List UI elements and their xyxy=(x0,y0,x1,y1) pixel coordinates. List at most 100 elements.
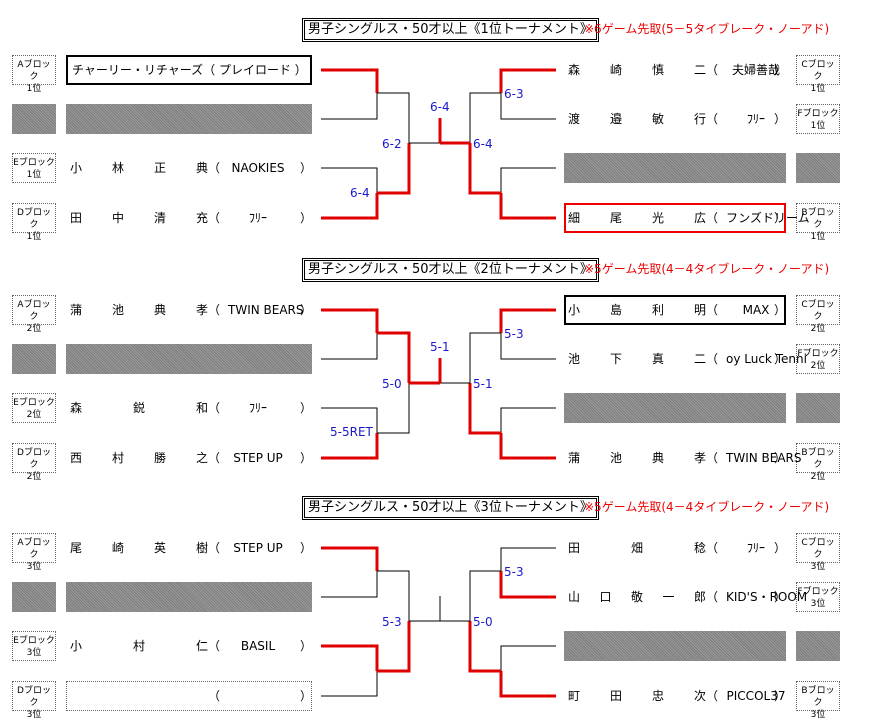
name-char: 森 xyxy=(70,401,83,415)
open-paren: （ xyxy=(706,211,719,225)
name-char: 正 xyxy=(153,161,166,175)
open-paren: （ xyxy=(706,63,719,77)
close-paren: ） xyxy=(774,211,787,225)
block-name: Fブロック xyxy=(797,109,839,119)
close-paren: ） xyxy=(300,401,313,415)
name-char: 小 xyxy=(70,161,83,175)
name-char: 口 xyxy=(599,590,612,604)
player-club: BASIL xyxy=(240,639,276,653)
name-char: 田 xyxy=(609,689,622,703)
player-entry[interactable]: チャーリー・リチャーズ（ プレイロード ） xyxy=(72,63,307,77)
player-frame xyxy=(66,55,312,85)
block-name: Dブロック xyxy=(17,686,51,708)
empty-block-slot xyxy=(796,153,840,183)
name-char: 蒲 xyxy=(70,303,83,317)
block-rank: 3位 xyxy=(26,562,42,572)
empty-player-slot xyxy=(66,582,312,612)
player-name[interactable]: 小林正典 xyxy=(70,161,208,175)
name-char: 孝 xyxy=(195,303,208,317)
rule-note: ※5ゲーム先取(4－4タイブレーク・ノーアド) xyxy=(584,500,830,514)
name-char: 敬 xyxy=(630,590,643,604)
block-name: Eブロック xyxy=(13,636,55,646)
open-paren: （ xyxy=(208,689,221,703)
block-rank: 3位 xyxy=(810,562,826,572)
player-frame xyxy=(564,203,786,233)
name-char: 鋭 xyxy=(132,401,145,415)
bracket-left-semi-top xyxy=(377,92,410,143)
name-char: 稔 xyxy=(693,541,706,555)
close-paren: ） xyxy=(774,590,787,604)
player-name[interactable]: 森鋭和 xyxy=(70,401,208,415)
block-name: Fブロック xyxy=(797,349,839,359)
bracket-right-r3 xyxy=(499,433,556,460)
bracket-right-semi-top xyxy=(469,92,501,143)
bracket-right-r2 xyxy=(500,645,556,671)
empty-player-slot xyxy=(564,393,786,423)
open-paren: （ xyxy=(706,541,719,555)
close-paren: ） xyxy=(300,303,313,317)
player-name[interactable]: 山口敬一郎 xyxy=(568,590,706,604)
block-name: Cブロック xyxy=(801,60,835,82)
name-char: 忠 xyxy=(651,689,664,703)
score-final: 6-4 xyxy=(430,100,450,114)
bracket-left-r0 xyxy=(321,68,379,93)
bracket-right-r0 xyxy=(500,547,556,571)
empty-player-slot xyxy=(66,104,312,134)
block-rank: 2位 xyxy=(810,472,826,482)
close-paren: ） xyxy=(774,63,787,77)
player-name[interactable]: 小村仁 xyxy=(70,639,208,653)
block-rank: 2位 xyxy=(26,472,42,482)
player-name[interactable]: 町田忠次 xyxy=(568,689,706,703)
player-name[interactable]: 尾崎英樹 xyxy=(70,541,208,555)
player-name[interactable]: 細尾光広 xyxy=(568,211,706,225)
open-paren: （ xyxy=(706,352,719,366)
name-char: 孝 xyxy=(693,451,706,465)
block-rank: 1位 xyxy=(26,232,42,242)
player-club: ﾌﾘｰ xyxy=(248,211,267,225)
player-club: ﾌﾘｰ xyxy=(248,401,267,415)
bracket-left-r2 xyxy=(321,644,379,671)
bracket-left-semi-bot xyxy=(377,621,411,673)
block-rank: 1位 xyxy=(810,121,826,131)
bracket-right-r1 xyxy=(500,333,556,360)
open-paren: （ xyxy=(208,451,221,465)
bracket-right-semi-bot xyxy=(468,621,501,673)
player-frame xyxy=(66,681,312,711)
player-club: TWIN BEARS xyxy=(228,303,304,317)
bracket-left-r0 xyxy=(321,546,379,571)
name-char: 樹 xyxy=(195,541,208,555)
name-char: 仁 xyxy=(195,639,208,653)
block-rank: 1位 xyxy=(26,84,42,94)
player-club: STEP UP xyxy=(233,541,283,555)
block-name: Bブロック xyxy=(801,208,835,230)
open-paren: （ xyxy=(706,303,719,317)
player-name[interactable]: 西村勝之 xyxy=(70,451,208,465)
bracket-left-semi-top xyxy=(377,570,410,621)
player-name[interactable]: 小島利明 xyxy=(568,303,706,317)
close-paren: ） xyxy=(300,211,313,225)
player-name[interactable]: 田畑稔 xyxy=(568,541,706,555)
name-char: 村 xyxy=(111,451,124,465)
player-name[interactable]: 森崎慎二 xyxy=(568,63,706,77)
player-name[interactable]: 渡邉敏行 xyxy=(568,112,706,126)
bracket-left-r1 xyxy=(321,571,378,598)
score-left-semi: 5-3 xyxy=(382,615,402,629)
open-paren: （ xyxy=(706,689,719,703)
name-char: 之 xyxy=(195,451,208,465)
score-left-semi: 5-0 xyxy=(382,377,402,391)
player-name[interactable]: 池下真二 xyxy=(568,352,706,366)
score-left-bottom: 5-5RET xyxy=(330,425,373,439)
name-char: 池 xyxy=(568,352,581,366)
player-name[interactable]: 蒲池典孝 xyxy=(70,303,208,317)
block-rank: 1位 xyxy=(810,84,826,94)
player-name[interactable]: 蒲池典孝 xyxy=(568,451,706,465)
name-char: 典 xyxy=(651,451,664,465)
bracket-left-r1 xyxy=(321,93,378,120)
block-rank: 3位 xyxy=(810,710,826,720)
player-name[interactable]: 田中清充 xyxy=(70,211,208,225)
